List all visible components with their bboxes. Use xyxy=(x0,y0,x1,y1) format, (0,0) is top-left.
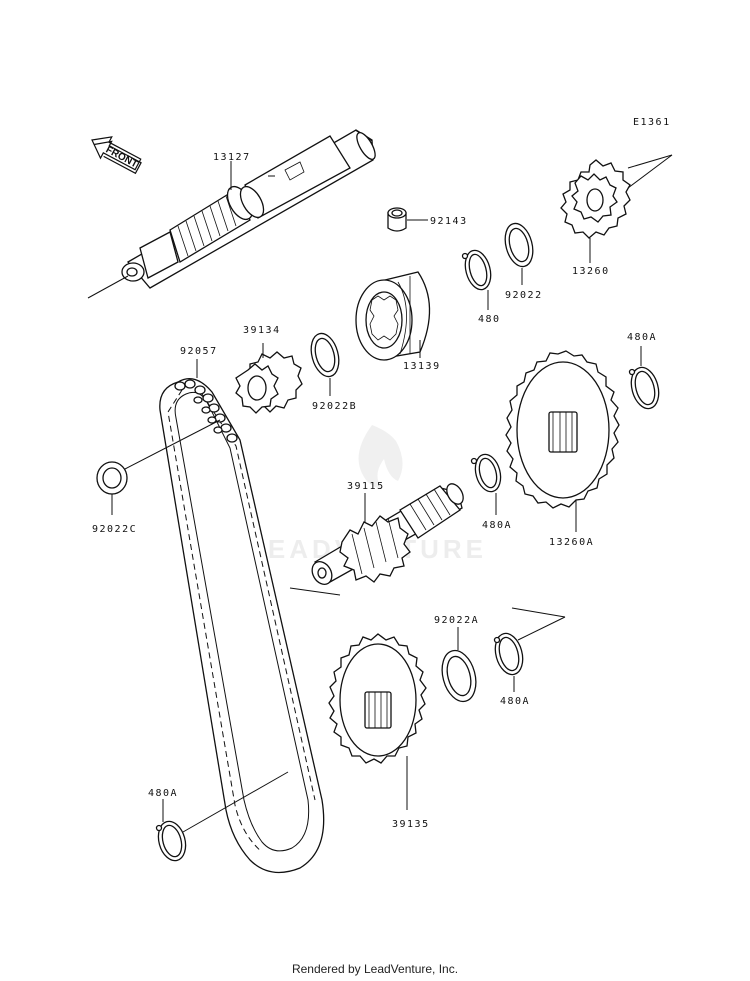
label-480A-top: 480A xyxy=(627,332,657,343)
washer-92022A xyxy=(441,649,477,703)
label-92022C: 92022C xyxy=(92,524,137,535)
label-480: 480 xyxy=(478,314,501,325)
washer-92022C xyxy=(96,461,128,495)
label-92022B: 92022B xyxy=(312,401,357,412)
shaft-39115 xyxy=(311,483,464,585)
leader-right-axis-a xyxy=(511,607,566,618)
label-39135: 39135 xyxy=(392,819,430,830)
washer-92022B xyxy=(310,332,340,378)
sprocket-39134 xyxy=(235,351,303,414)
gear-13260A xyxy=(505,350,620,509)
leader-bottom-axis xyxy=(182,771,289,833)
label-13139: 13139 xyxy=(403,361,441,372)
leader-right-axis-b xyxy=(517,616,566,641)
circlip-480A-bottom xyxy=(155,820,187,862)
leader-13260-axis-b xyxy=(627,154,673,189)
label-39134: 39134 xyxy=(243,325,281,336)
label-13127: 13127 xyxy=(213,152,251,163)
circlip-480A-mid xyxy=(470,453,502,493)
shaft-13127 xyxy=(87,129,376,299)
label-92143: 92143 xyxy=(430,216,468,227)
front-arrow-icon: FRONT xyxy=(91,136,142,175)
label-39115: 39115 xyxy=(347,481,385,492)
leader-39115-axis xyxy=(289,587,341,596)
label-92057: 92057 xyxy=(180,346,218,357)
diagram-id: E1361 xyxy=(633,117,671,128)
circlip-480A-top xyxy=(628,366,660,410)
washer-92022 xyxy=(504,222,534,268)
leader-chain-axis xyxy=(122,419,221,471)
label-13260: 13260 xyxy=(572,266,610,277)
footer-credit: Rendered by LeadVenture, Inc. xyxy=(291,962,459,976)
label-92022A: 92022A xyxy=(434,615,479,626)
sprocket-39135 xyxy=(328,633,427,764)
chain-92057 xyxy=(159,378,325,874)
label-13260A: 13260A xyxy=(549,537,594,548)
label-92022: 92022 xyxy=(505,290,543,301)
collar-92143 xyxy=(387,207,407,232)
circlip-480 xyxy=(461,249,492,291)
dog-13139 xyxy=(355,271,431,361)
circlip-480A-right xyxy=(493,632,524,676)
leader-13260-axis xyxy=(627,154,673,169)
label-480A-mid: 480A xyxy=(482,520,512,531)
label-480A-right: 480A xyxy=(500,696,530,707)
label-480A-bottom: 480A xyxy=(148,788,178,799)
gear-13260 xyxy=(560,159,631,239)
